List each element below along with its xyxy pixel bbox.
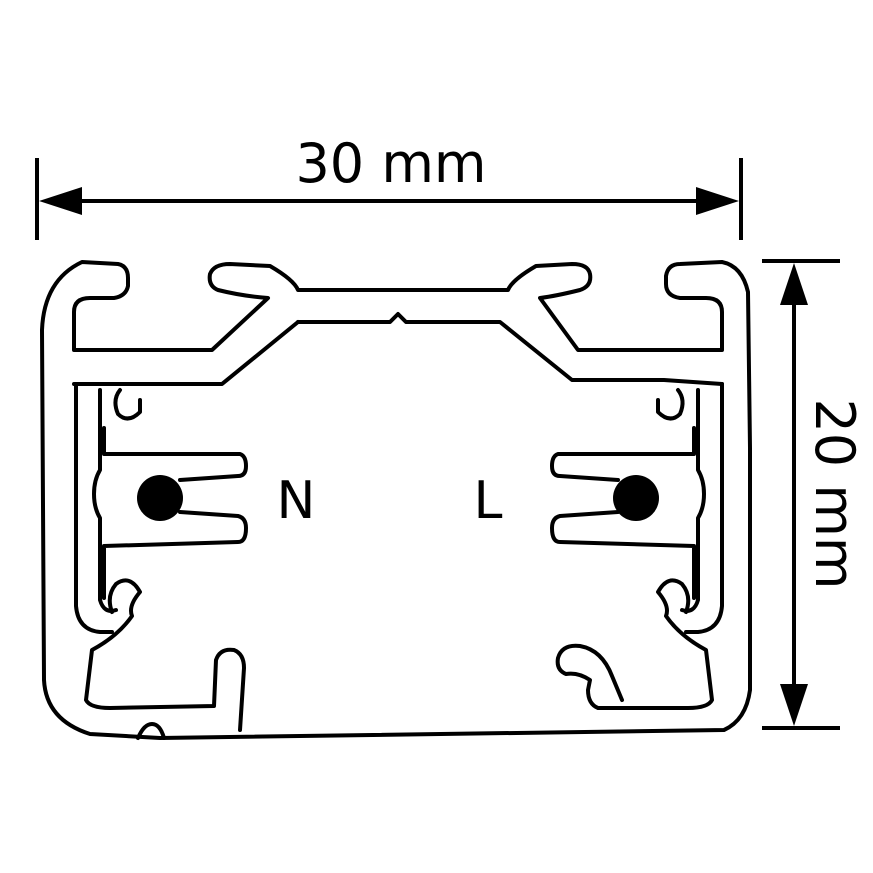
height-arrowhead-top — [780, 263, 808, 305]
profile-right-contact-lower — [550, 510, 696, 600]
profile-bottom-notch — [136, 722, 166, 740]
profile-left-chamber — [74, 382, 118, 634]
neutral-label: N — [277, 471, 316, 531]
height-dimension — [762, 259, 840, 730]
width-dimension — [35, 158, 743, 240]
height-label: 20 mm — [803, 398, 866, 589]
width-arrowhead-right — [696, 187, 739, 215]
profile-right-lower-hook — [555, 578, 714, 710]
profile-left-upper-hook — [113, 388, 142, 421]
profile-top-inner-channel — [296, 312, 724, 386]
neutral-conductor-dot — [137, 475, 183, 521]
profile-top-inner-channel-left — [72, 320, 300, 386]
profile-right-upper-hook — [656, 388, 685, 421]
live-label: L — [474, 471, 503, 531]
width-label: 30 mm — [295, 132, 486, 195]
live-conductor-dot — [613, 475, 659, 521]
profile-left-contact-upper — [102, 426, 248, 482]
profile-outer-contour — [40, 260, 752, 740]
track-profile — [40, 260, 752, 740]
height-arrowhead-bottom — [780, 684, 808, 726]
profile-right-contact-upper — [550, 426, 696, 482]
width-arrowhead-left — [39, 187, 82, 215]
profile-left-contact-lower — [102, 510, 248, 600]
profile-right-chamber — [680, 382, 724, 634]
profile-left-lower-hook — [84, 578, 246, 732]
